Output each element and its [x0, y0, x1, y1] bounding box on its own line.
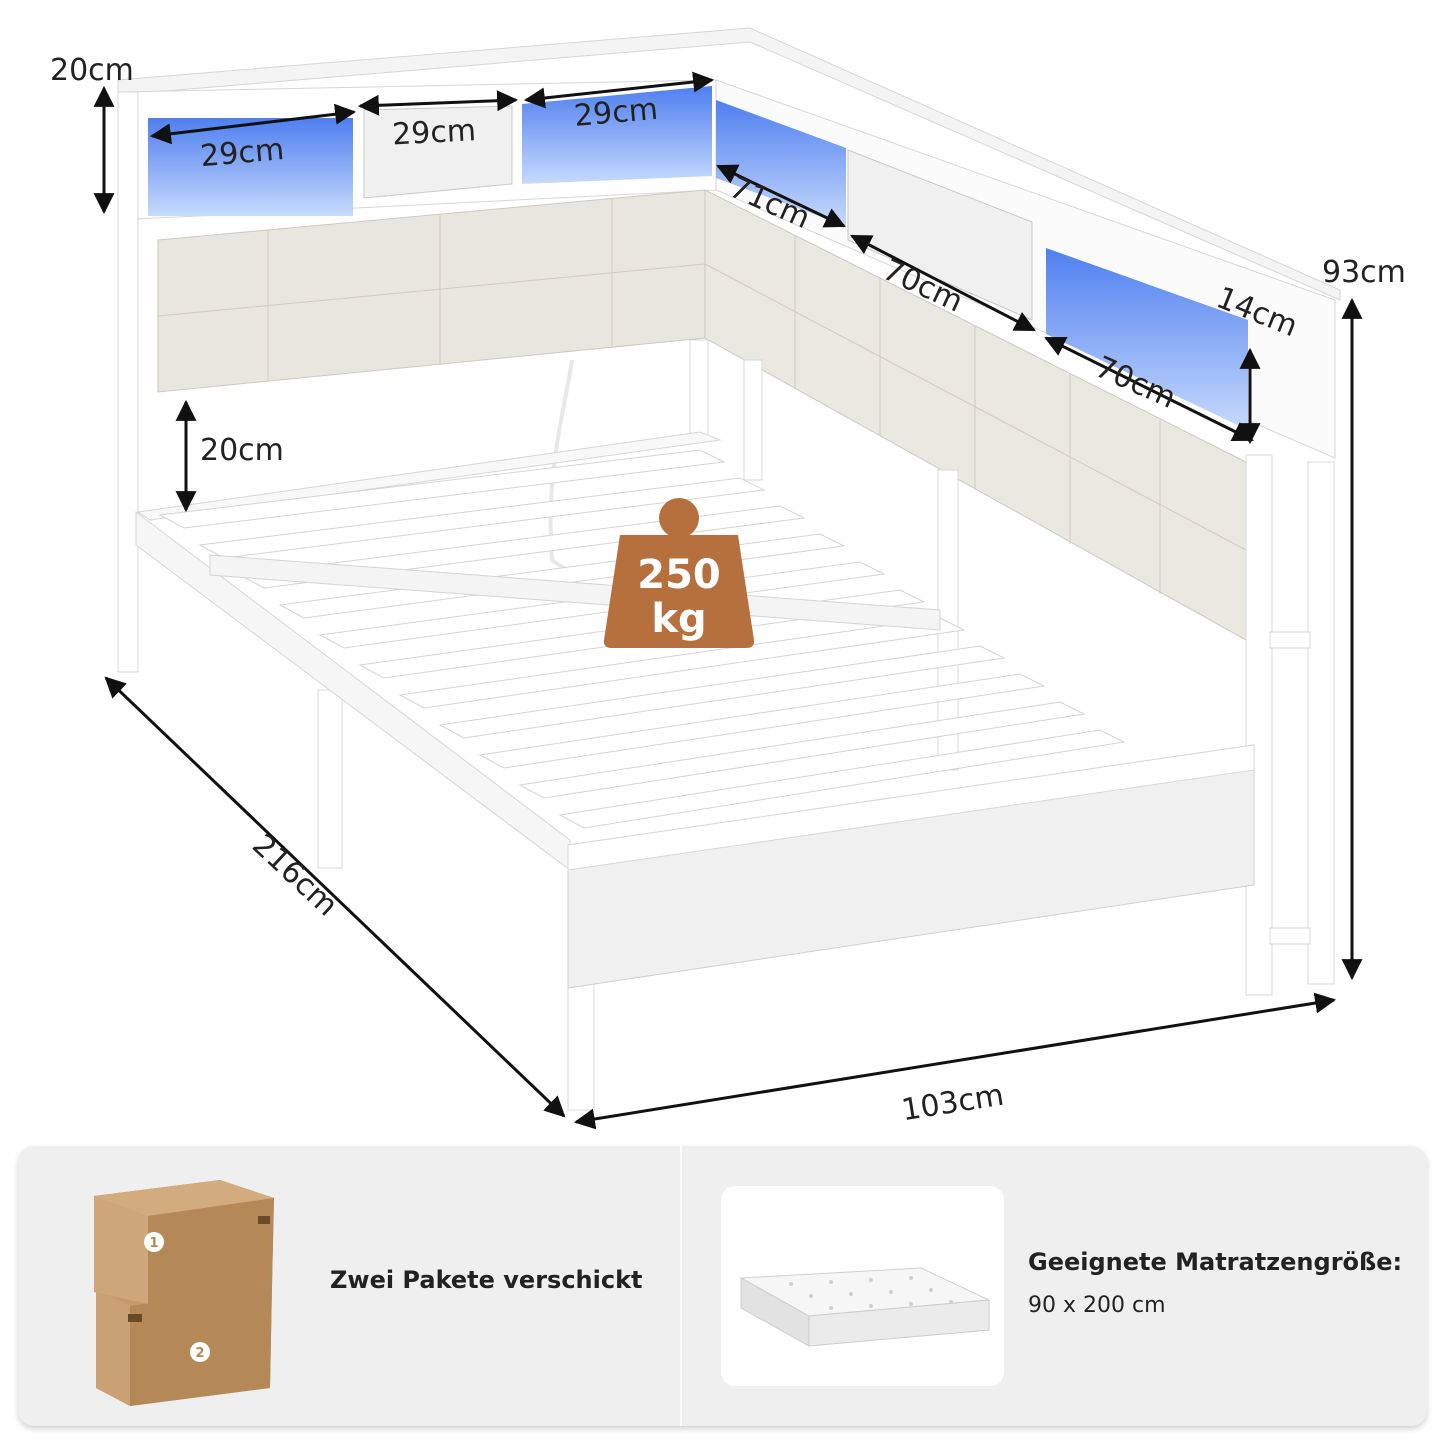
weight-icon: [659, 498, 699, 538]
bed-illustration: 20cm 29cm 29cm 29cm 71cm 70cm 14cm 93cm …: [50, 27, 1406, 1130]
dim-total-height: 93cm: [1322, 255, 1406, 290]
dimension-lines: [93, 71, 1363, 1130]
mattress-card: [721, 1186, 1004, 1386]
package-1-number: 1: [149, 1236, 158, 1251]
dim-shelf-height: 20cm: [50, 53, 134, 88]
panel-divider: [680, 1146, 682, 1426]
package-boxes: 1 2: [94, 1180, 274, 1406]
info-panel: 1 2 Zwei Pakete verschickt Geeignete Mat…: [18, 1146, 1427, 1426]
headboard-cushion: [157, 189, 706, 393]
dim-compartment-middle: 29cm: [391, 113, 477, 152]
dim-width: 103cm: [899, 1078, 1006, 1129]
dim-compartment-right: 29cm: [573, 92, 660, 134]
dim-compartment-left: 29cm: [199, 132, 286, 174]
mattress-icon: [739, 1267, 991, 1347]
mattress-size: 90 x 200 cm: [1028, 1293, 1166, 1318]
load-unit: kg: [651, 596, 706, 642]
load-capacity-badge: 250 kg: [603, 498, 755, 648]
led-compartment-middle: [522, 86, 712, 184]
package-2-number: 2: [195, 1346, 204, 1361]
dim-under-bed: 20cm: [200, 433, 284, 468]
mattress-title: Geeignete Matratzengröße:: [1028, 1248, 1403, 1276]
package-2-icon: [190, 1342, 210, 1362]
load-value: 250: [637, 552, 721, 598]
packages-text: Zwei Pakete verschickt: [330, 1266, 643, 1294]
package-1-icon: [144, 1232, 164, 1252]
